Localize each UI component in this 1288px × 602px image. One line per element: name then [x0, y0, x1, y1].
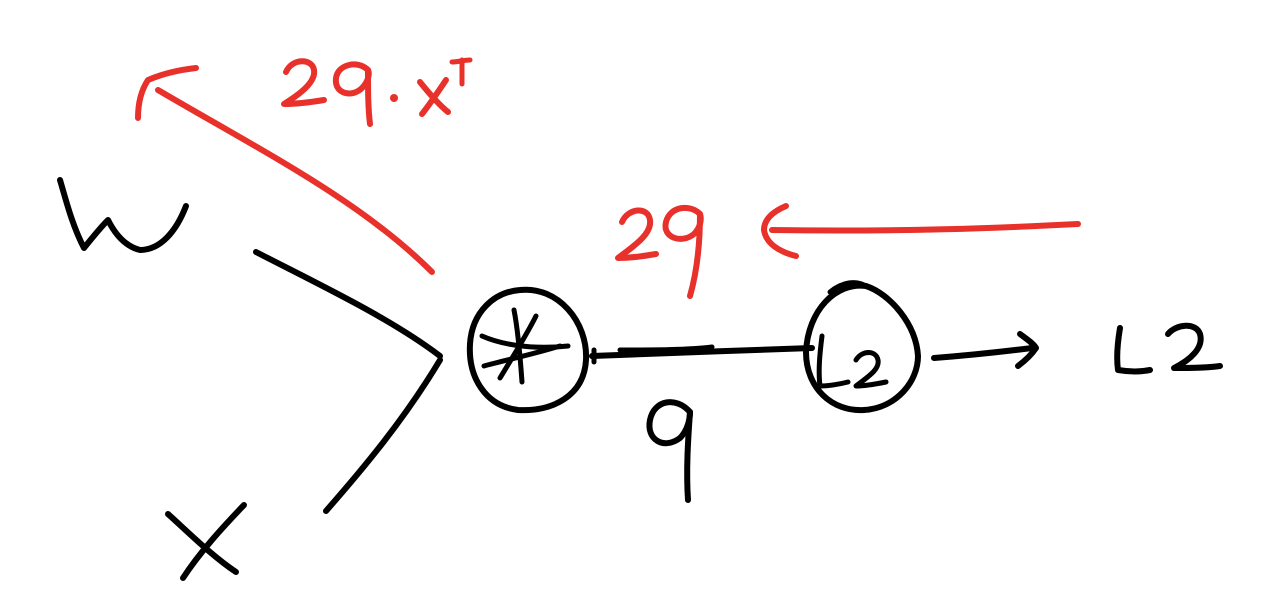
multiply-icon — [479, 307, 571, 385]
edge-multiply-to-l2 — [589, 345, 815, 359]
grad-q-arrow — [761, 203, 1081, 259]
multiply-node — [466, 286, 590, 414]
intermediate-q-label — [646, 399, 693, 503]
grad-w-label — [281, 57, 473, 127]
grad-q-label — [615, 204, 704, 299]
edge-x-to-multiply — [323, 357, 443, 514]
input-w-label — [57, 177, 189, 253]
multiply-node-circle — [466, 286, 590, 414]
edge-l2-to-output — [931, 331, 1039, 369]
edge-w-to-multiply — [253, 249, 443, 359]
l2-node-circle — [803, 282, 921, 414]
l2-node — [803, 280, 921, 414]
grad-w-arrow — [135, 65, 435, 275]
transpose-superscript — [449, 57, 473, 87]
input-x-label — [165, 502, 247, 581]
output-l2-label — [1114, 322, 1223, 375]
